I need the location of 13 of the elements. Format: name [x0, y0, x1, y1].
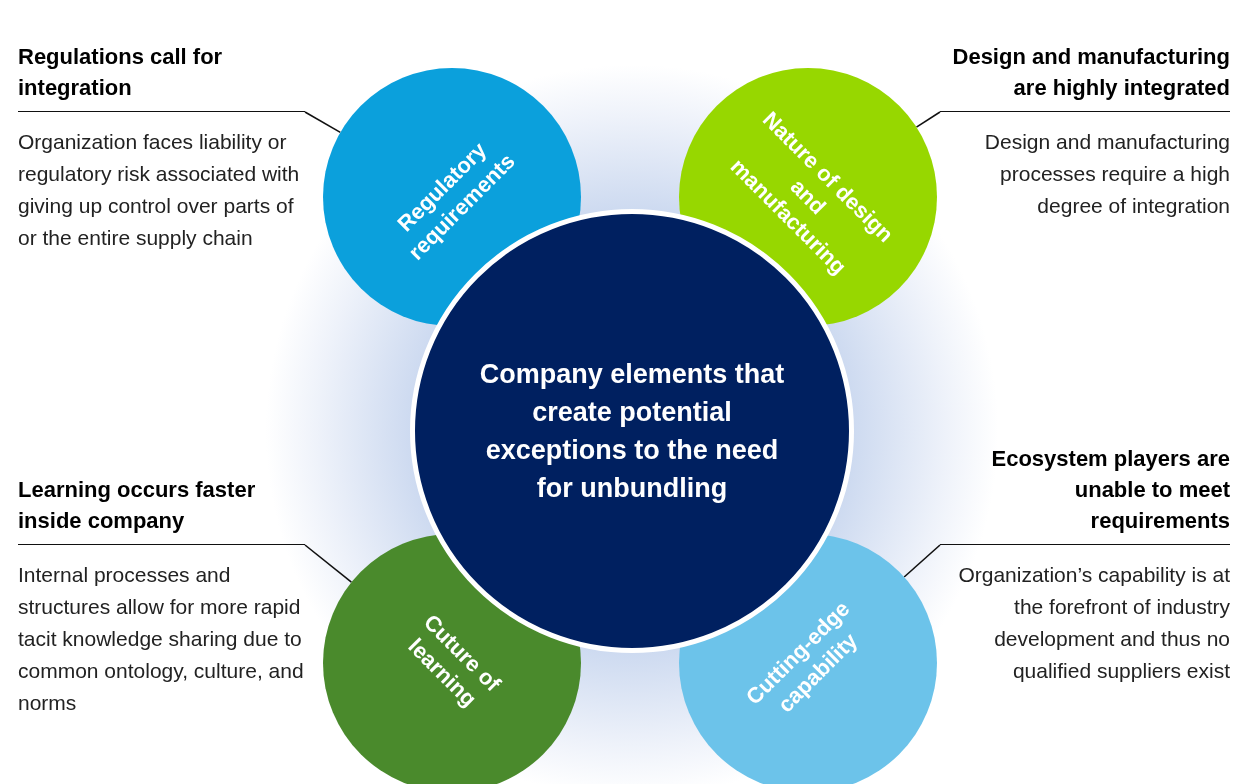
callout-body: Organization’s capability is at the forefront of industry development and thus no qualified suppliers exist — [957, 562, 1230, 684]
callout-body: Design and manufacturing processes require a high degree of integration — [983, 129, 1230, 219]
leader-line — [304, 544, 353, 584]
callout-heading: Ecosystem players are unable to meet requirements — [940, 442, 1230, 545]
circle-label: Company elements that create potential exceptions to the need for unbundling — [478, 358, 786, 505]
leader-line — [915, 111, 941, 128]
callout-body: Organization faces liability or regulatory risk associated with giving up control over parts of or the entire supply chain — [18, 129, 301, 251]
callout-heading: Regulations call for integration — [18, 40, 305, 112]
callout-heading: Design and manufacturing are highly integrated — [940, 9, 1230, 112]
callout-body: Internal processes and structures allow for more rapid tacit knowledge sharing due to common ontology, culture, and norms — [18, 562, 305, 716]
leader-line — [903, 544, 941, 578]
leader-line — [304, 111, 342, 134]
callout-heading: Learning occurs faster inside company — [18, 473, 305, 545]
